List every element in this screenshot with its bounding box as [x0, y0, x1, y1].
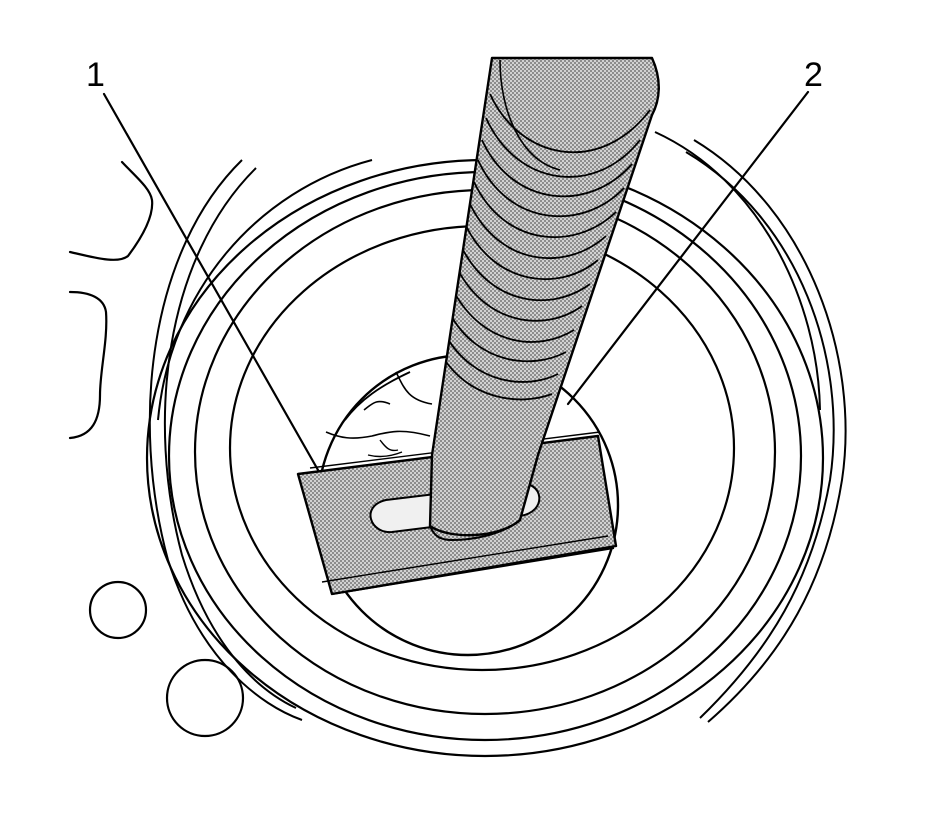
leader-line-1 — [102, 92, 320, 472]
threaded-shaft — [428, 56, 660, 542]
bolt-hole-upper — [88, 580, 148, 640]
leader-line-2 — [566, 90, 810, 406]
bore-outer-arcs-right — [654, 131, 847, 723]
bore-outer-arcs-left — [148, 159, 373, 721]
leader-lines — [102, 90, 810, 472]
casting-outline — [68, 160, 154, 440]
callout-2: 2 — [804, 56, 823, 94]
bolt-hole-lower — [165, 658, 245, 738]
callout-1: 1 — [86, 56, 105, 94]
